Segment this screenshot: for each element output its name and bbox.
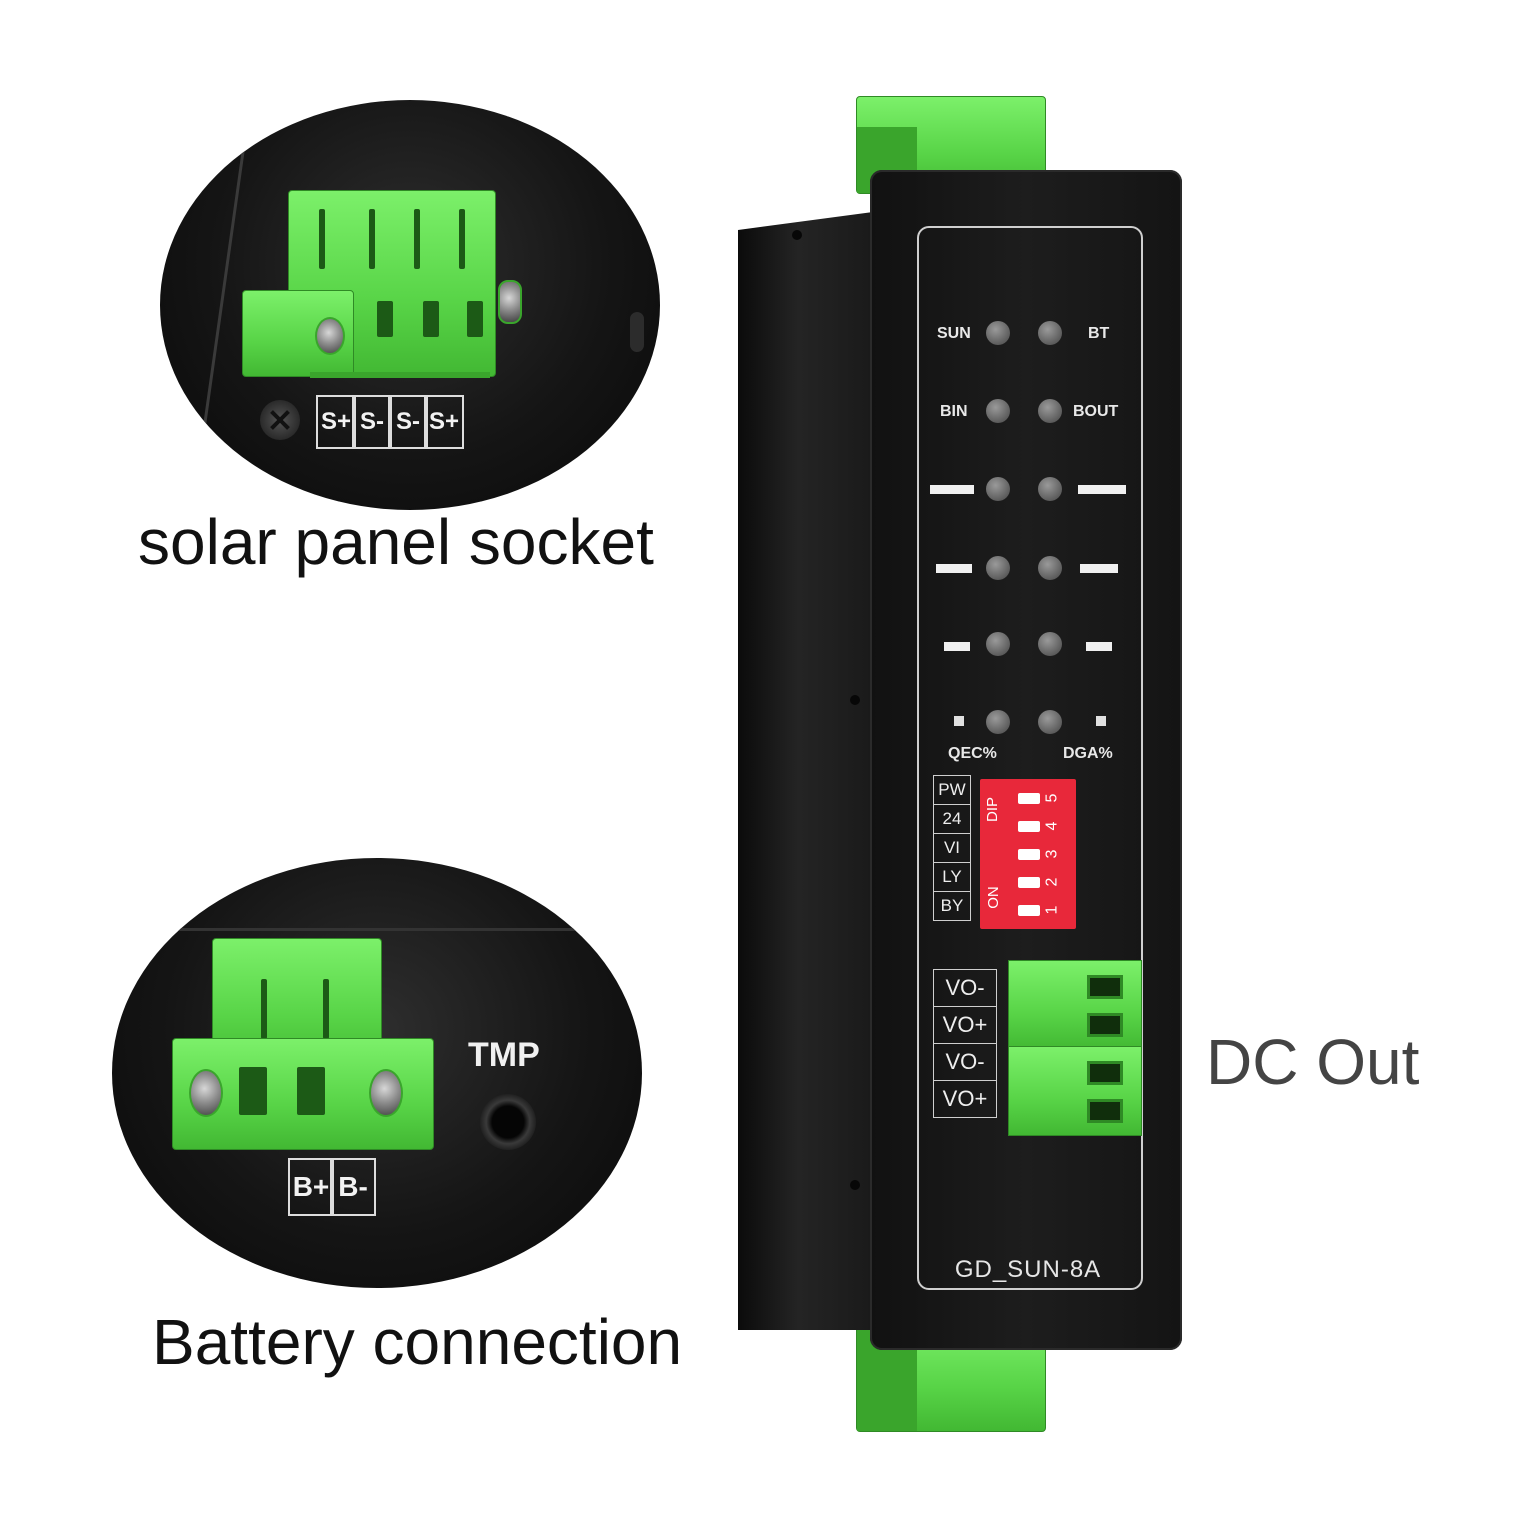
dip-switch[interactable]: DIP ON 5 4 3 2 1 (980, 779, 1076, 929)
dip-number: 5 (1043, 793, 1061, 803)
dip-on-label: ON (984, 886, 1002, 909)
tmp-jack-icon (480, 1094, 536, 1150)
dc-out-caption: DC Out (1206, 1026, 1420, 1098)
level-bar (944, 642, 970, 651)
level-square (954, 716, 964, 726)
mounting-screw-icon (260, 400, 300, 440)
output-label: VO+ (933, 1080, 997, 1118)
dip-label: 24 (933, 804, 971, 834)
terminal-hole (1087, 1099, 1123, 1123)
sun-label: SUN (937, 325, 971, 342)
screw-icon (189, 1069, 223, 1117)
dip-label: BY (933, 891, 971, 921)
dip-number: 3 (1043, 849, 1061, 859)
qec-label: QEC% (948, 745, 997, 762)
charge-controller-device: SUN BT BIN BOUT QEC% DGA% PW 24 VI LY BY… (730, 80, 1200, 1460)
dip-lever-5[interactable] (1018, 793, 1040, 804)
level-bar (936, 564, 972, 573)
solar-terminal-label: S+ (424, 395, 464, 449)
dip-label: VI (933, 833, 971, 863)
dip-number: 1 (1043, 905, 1061, 915)
level-led (986, 632, 1010, 656)
dip-lever-2[interactable] (1018, 877, 1040, 888)
dip-lever-3[interactable] (1018, 849, 1040, 860)
output-label: VO+ (933, 1006, 997, 1044)
bin-led (986, 399, 1010, 423)
level-bar (1080, 564, 1118, 573)
qec-led (986, 710, 1010, 734)
dga-label: DGA% (1063, 745, 1113, 762)
dip-label-column: PW 24 VI LY BY (933, 775, 973, 921)
dip-label: PW (933, 775, 971, 805)
bout-led (1038, 399, 1062, 423)
terminal-hole (1087, 975, 1123, 999)
solar-terminal-flange (242, 290, 354, 377)
dc-out-terminal-1 (1008, 960, 1142, 1050)
bin-label: BIN (940, 403, 968, 420)
battery-caption: Battery connection (152, 1306, 683, 1378)
dip-number: 4 (1043, 821, 1061, 831)
terminal-hole (1087, 1061, 1123, 1085)
front-panel (917, 226, 1143, 1290)
terminal-hole (1087, 1013, 1123, 1037)
solar-terminal-label: S- (352, 395, 392, 449)
solar-socket-detail: S+ S- S- S+ (160, 100, 660, 510)
level-square (1096, 716, 1106, 726)
dip-lever-4[interactable] (1018, 821, 1040, 832)
tmp-label: TMP (468, 1036, 540, 1074)
battery-terminal-label: B- (330, 1158, 376, 1216)
dip-number: 2 (1043, 877, 1061, 887)
level-led (986, 556, 1010, 580)
dga-led (1038, 710, 1062, 734)
dip-label: LY (933, 862, 971, 892)
side-screw-icon (630, 312, 644, 352)
model-name: GD_SUN-8A (954, 1256, 1102, 1283)
solar-terminal-label: S+ (316, 395, 356, 449)
dip-title: DIP (984, 796, 1002, 823)
level-led (986, 477, 1010, 501)
sun-led (986, 321, 1010, 345)
output-label-column: VO- VO+ VO- VO+ (933, 969, 997, 1118)
device-front (870, 170, 1182, 1350)
output-label: VO- (933, 1043, 997, 1081)
housing-edge (112, 928, 642, 931)
bt-led (1038, 321, 1062, 345)
dc-out-terminal-2 (1008, 1046, 1142, 1136)
level-led (1038, 632, 1062, 656)
screw-icon (315, 317, 345, 355)
bt-label: BT (1088, 325, 1110, 342)
solar-caption: solar panel socket (138, 506, 654, 578)
level-bar (930, 485, 974, 494)
screw-icon (369, 1069, 403, 1117)
screw-icon (498, 280, 522, 324)
level-bar (1078, 485, 1126, 494)
battery-detail: B+ B- TMP (112, 858, 642, 1288)
bout-label: BOUT (1073, 403, 1119, 420)
level-led (1038, 477, 1062, 501)
battery-terminal-lower (172, 1038, 434, 1150)
output-label: VO- (933, 969, 997, 1007)
solar-terminal-label: S- (388, 395, 428, 449)
battery-terminal-label: B+ (288, 1158, 334, 1216)
device-side (738, 210, 888, 1330)
level-led (1038, 556, 1062, 580)
level-bar (1086, 642, 1112, 651)
dip-lever-1[interactable] (1018, 905, 1040, 916)
